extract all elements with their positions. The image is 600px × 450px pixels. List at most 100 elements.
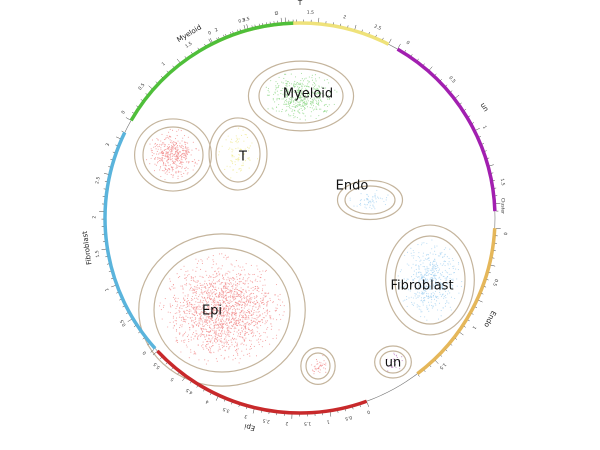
cell-point [203, 334, 205, 336]
cell-point [190, 310, 192, 312]
cell-point [212, 345, 214, 347]
sector-tick [417, 58, 419, 61]
cluster-points [146, 72, 463, 375]
cell-point [434, 247, 436, 249]
cell-point [293, 83, 295, 85]
cell-point [218, 279, 221, 281]
cell-point [169, 150, 171, 152]
cell-point [159, 302, 161, 304]
cell-point [240, 293, 242, 295]
sector-label-myeloid: Myeloid [176, 23, 203, 44]
cell-point [430, 285, 432, 287]
cell-point [313, 87, 315, 89]
cell-point [239, 278, 241, 280]
cell-point [315, 84, 317, 86]
cell-point [215, 304, 217, 306]
cell-point [230, 283, 232, 285]
cell-point [230, 292, 232, 294]
cell-point [439, 291, 441, 293]
cell-point [182, 147, 184, 149]
cell-point [433, 294, 435, 297]
cell-point [192, 278, 194, 280]
cell-point [449, 292, 451, 294]
cell-point [192, 269, 194, 271]
cell-point [239, 266, 241, 268]
cell-point [224, 324, 226, 326]
tick-label: 0.5 [238, 17, 247, 25]
cell-point [221, 289, 223, 291]
cell-point [392, 358, 394, 360]
cell-point [215, 322, 217, 324]
sector-tick [368, 32, 370, 35]
cell-point [223, 278, 225, 280]
cell-point [253, 273, 255, 275]
cell-point [240, 311, 242, 313]
cell-point [412, 263, 414, 265]
cell-point [255, 311, 257, 313]
cell-point [195, 321, 197, 323]
cell-point [245, 317, 247, 319]
cell-point [245, 134, 247, 136]
cell-point [231, 156, 233, 158]
cell-point [185, 271, 187, 273]
cell-point [356, 205, 358, 207]
cell-point [305, 103, 307, 105]
cell-point [182, 288, 184, 290]
cell-point [449, 263, 451, 265]
cell-point [212, 276, 214, 279]
cell-point [183, 265, 185, 267]
cell-point [172, 147, 174, 149]
cell-point [159, 157, 161, 159]
sector-tick [490, 264, 496, 267]
cell-point [427, 293, 429, 295]
cell-point [236, 288, 238, 290]
cell-point [240, 168, 242, 170]
cell-point [280, 93, 282, 95]
cluster-label-un: un [385, 356, 401, 371]
cell-point [433, 267, 435, 269]
cell-point [190, 277, 192, 279]
sector-tick [189, 381, 192, 384]
cell-point [281, 98, 283, 100]
sector-tick [108, 166, 111, 168]
cell-point [313, 373, 315, 375]
cell-point [426, 253, 428, 255]
cell-point [168, 171, 170, 173]
cell-point [179, 324, 181, 326]
cell-point [250, 314, 252, 316]
cell-point [460, 285, 462, 288]
cell-point [228, 283, 231, 285]
cell-point [224, 291, 226, 293]
cell-point [290, 88, 292, 90]
cell-point [226, 333, 228, 335]
cell-point [187, 136, 189, 138]
cell-point [318, 77, 320, 79]
cell-point [432, 306, 434, 308]
cell-point [426, 319, 428, 321]
cell-point [230, 159, 232, 162]
cell-point [202, 328, 204, 330]
cell-point [210, 335, 212, 337]
cell-point [298, 96, 300, 98]
cell-point [171, 156, 173, 158]
cell-point [193, 353, 195, 355]
cell-point [232, 286, 234, 288]
cell-point [179, 276, 181, 278]
cell-point [282, 314, 284, 316]
cell-point [188, 341, 190, 343]
sector-tick [475, 306, 478, 309]
cell-point [415, 293, 417, 295]
cell-point [172, 284, 174, 286]
cell-point [422, 255, 424, 257]
cell-point [360, 199, 362, 201]
cell-point [216, 272, 218, 274]
cell-point [161, 156, 163, 158]
cell-point [206, 308, 209, 310]
cell-point [302, 84, 304, 86]
cell-point [210, 303, 213, 306]
cell-point [443, 261, 445, 263]
cell-point [251, 317, 253, 319]
cell-point [261, 302, 263, 304]
sector-tick [435, 360, 439, 364]
cell-point [187, 295, 189, 297]
